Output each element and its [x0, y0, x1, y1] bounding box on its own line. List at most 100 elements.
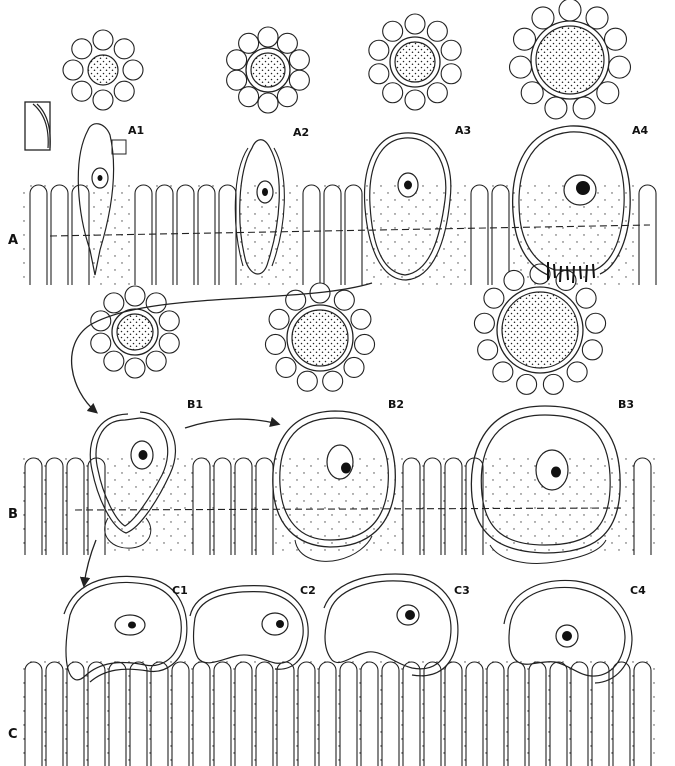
follicle-cell [383, 21, 403, 41]
follicle-cell [146, 293, 166, 313]
follicle-cell [286, 290, 306, 310]
columnar-cell [135, 185, 152, 285]
follicle-cell [405, 90, 425, 110]
follicle-cell [269, 309, 289, 329]
columnar-cell [639, 185, 656, 285]
columnar-cell [319, 662, 336, 766]
inset-detail [25, 102, 126, 154]
columnar-cell [634, 458, 651, 555]
rosette-a1 [63, 30, 143, 110]
follicle-cell [559, 0, 581, 21]
columnar-cell [214, 662, 231, 766]
columnar-cell [109, 662, 126, 766]
columnar-cell [424, 662, 441, 766]
columnar-cell [67, 458, 84, 555]
follicle-cell [405, 14, 425, 34]
columnar-cell [303, 185, 320, 285]
follicle-cell [277, 87, 297, 107]
follicle-cell [265, 334, 285, 354]
follicle-cell [72, 81, 92, 101]
stage-label-b3: B3 [618, 398, 634, 411]
columnar-cell [298, 662, 315, 766]
follicle-cell [484, 288, 504, 308]
follicle-cell [604, 28, 626, 50]
follicle-cell [351, 309, 371, 329]
columnar-cell [177, 185, 194, 285]
columnar-cell [46, 662, 63, 766]
columnar-cell [51, 185, 68, 285]
columnar-cell [324, 185, 341, 285]
columnar-cell [345, 185, 362, 285]
stage-label-a1: A1 [128, 124, 144, 137]
follicle-cell [159, 311, 179, 331]
rosette-a2 [227, 27, 310, 113]
follicle-cell [427, 21, 447, 41]
columnar-cell [219, 185, 236, 285]
oocyte-cross-section [251, 53, 285, 87]
columnar-cell [256, 662, 273, 766]
follicle-cell [586, 313, 606, 333]
follicle-cell [239, 87, 259, 107]
columnar-cell [382, 662, 399, 766]
follicle-cell [543, 374, 563, 394]
follicle-cell [277, 33, 297, 53]
rosette-b2 [265, 283, 374, 391]
follicle-cell [289, 70, 309, 90]
columnar-cell [445, 458, 462, 555]
columnar-cell [487, 662, 504, 766]
follicle-cell [114, 39, 134, 59]
follicle-cell [582, 340, 602, 360]
rosette-a3 [369, 14, 461, 110]
columnar-cell [529, 662, 546, 766]
columnar-cell [571, 662, 588, 766]
follicle-cell [104, 293, 124, 313]
follicle-cell [369, 40, 389, 60]
stage-label-c1: C1 [172, 584, 188, 597]
columnar-cell [25, 662, 42, 766]
follicle-cell [344, 357, 364, 377]
columnar-cell [193, 662, 210, 766]
follicle-cell [63, 60, 83, 80]
columnar-cell [361, 662, 378, 766]
row-label-b: B [8, 507, 18, 522]
follicle-cell [608, 56, 630, 78]
follicle-cell [369, 64, 389, 84]
follicle-cell [289, 50, 309, 70]
follicle-cell [478, 340, 498, 360]
follicle-cell [72, 39, 92, 59]
follicle-cell [125, 358, 145, 378]
columnar-cell [403, 458, 420, 555]
follicle-cell [567, 362, 587, 382]
follicle-cell [123, 60, 143, 80]
follicle-cell [493, 362, 513, 382]
columnar-cell [46, 458, 63, 555]
follicle-cell [573, 97, 595, 119]
columnar-cell [67, 662, 84, 766]
follicle-cell [276, 357, 296, 377]
oocyte-cross-section [88, 55, 118, 85]
columnar-cell [492, 185, 509, 285]
follicle-cell [91, 333, 111, 353]
stage-label-b2: B2 [388, 398, 404, 411]
columnar-cell [235, 662, 252, 766]
columnar-cell [471, 185, 488, 285]
follicle-cell [93, 30, 113, 50]
columnar-cell [424, 458, 441, 555]
follicle-cell [427, 83, 447, 103]
follicle-cell [146, 351, 166, 371]
oocyte-cross-section [292, 310, 348, 366]
stage-label-a2: A2 [293, 126, 309, 139]
columnar-cell [508, 662, 525, 766]
stage-label-c2: C2 [300, 584, 316, 597]
columnar-cell [466, 458, 483, 555]
columnar-cell [25, 458, 42, 555]
follicle-cell [93, 90, 113, 110]
stage-label-b1: B1 [187, 398, 203, 411]
follicle-cell [383, 83, 403, 103]
columnar-cell [634, 662, 651, 766]
rosette-b1 [91, 286, 179, 378]
rosette-a4 [510, 0, 631, 119]
follicle-cell [517, 374, 537, 394]
follicle-cell [514, 28, 536, 50]
